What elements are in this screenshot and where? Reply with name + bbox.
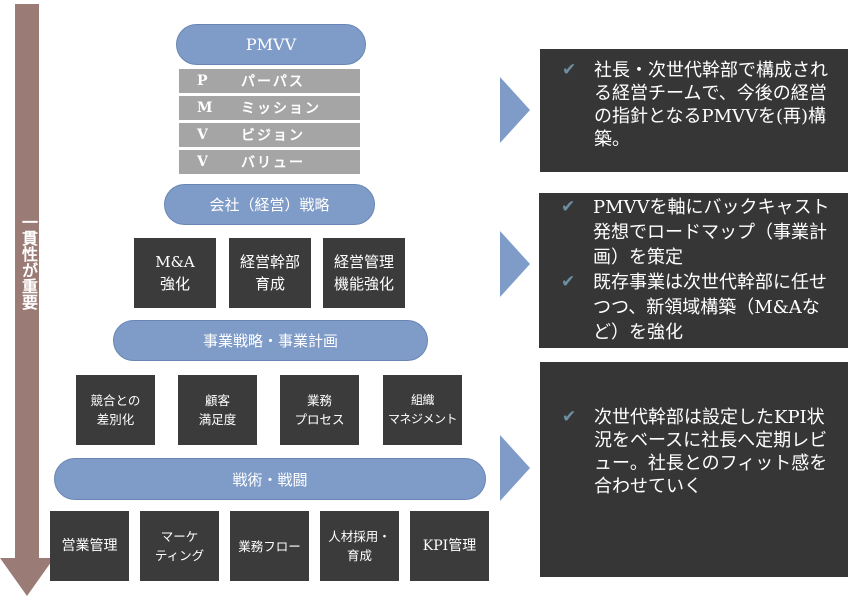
- note-bullet: ✔ 既存事業は次世代幹部に任せつつ、新領域構築（M&Aなど）を強化: [561, 270, 840, 345]
- note-text: 既存事業は次世代幹部に任せつつ、新領域構築（M&Aなど）を強化: [593, 272, 827, 343]
- business-strategy-title: 事業戦略・事業計画: [202, 332, 338, 350]
- pmvv-pill: PMVV: [176, 24, 366, 65]
- corporate-strategy-pill: 会社（経営）戦略: [164, 184, 375, 225]
- corporate-box-management: 経営管理 機能強化: [323, 238, 405, 308]
- right-arrow-icon: [500, 231, 530, 297]
- pmvv-row-mission: M ミッション: [179, 96, 360, 120]
- pmvv-row-value: V バリュー: [179, 150, 360, 174]
- pmvv-label: パーパス: [241, 74, 305, 90]
- down-arrow-icon: [0, 558, 54, 596]
- right-arrow-icon: [500, 435, 530, 501]
- check-icon: ✔: [561, 197, 576, 217]
- right-arrow-icon: [500, 77, 530, 143]
- consistency-arrow-shaft: [15, 4, 39, 560]
- tactics-box-hiring: 人材採用・ 育成: [320, 511, 399, 581]
- tactics-pill: 戦術・戦闘: [54, 458, 486, 500]
- pmvv-label: ミッション: [241, 101, 321, 117]
- note-text: PMVVを軸にバックキャスト発想でロードマップ（事業計画）を策定: [593, 197, 830, 268]
- pmvv-title: PMVV: [245, 35, 297, 54]
- corporate-box-executive: 経営幹部 育成: [229, 238, 311, 308]
- pmvv-label: ビジョン: [241, 128, 305, 144]
- corporate-box-ma: M&A 強化: [134, 238, 216, 308]
- tactics-note-panel: ✔ 次世代幹部は設定したKPI状況をベースに社長へ定期レビュー。社長とのフィット…: [540, 362, 848, 577]
- tactics-box-marketing: マーケ ティング: [140, 511, 219, 581]
- pmvv-row-vision: V ビジョン: [179, 123, 360, 147]
- pmvv-row-purpose: P パーパス: [179, 69, 360, 93]
- business-box-satisfaction: 顧客 満足度: [178, 375, 257, 445]
- strategy-note-panel: ✔ PMVVを軸にバックキャスト発想でロードマップ（事業計画）を策定 ✔ 既存事…: [539, 193, 848, 348]
- note-bullet: ✔ 社長・次世代幹部で構成される経営チームで、今後の経営の指針となるPMVVを(…: [562, 59, 840, 151]
- note-text: 次世代幹部は設定したKPI状況をベースに社長へ定期レビュー。社長とのフィット感を…: [594, 407, 828, 497]
- pmvv-letter: M: [197, 100, 215, 116]
- business-strategy-pill: 事業戦略・事業計画: [113, 320, 428, 361]
- pmvv-letter: V: [197, 127, 210, 143]
- pmvv-note-panel: ✔ 社長・次世代幹部で構成される経営チームで、今後の経営の指針となるPMVVを(…: [540, 49, 848, 172]
- business-box-process: 業務 プロセス: [280, 375, 359, 445]
- business-box-organization: 組織 マネジメント: [383, 375, 462, 445]
- check-icon: ✔: [561, 272, 576, 292]
- tactics-box-workflow: 業務フロー: [230, 511, 309, 581]
- tactics-title: 戦術・戦闘: [232, 470, 308, 489]
- business-box-differentiation: 競合との 差別化: [76, 375, 155, 445]
- tactics-box-kpi: KPI管理: [410, 511, 489, 581]
- note-bullet: ✔ 次世代幹部は設定したKPI状況をベースに社長へ定期レビュー。社長とのフィット…: [562, 406, 840, 498]
- check-icon: ✔: [562, 60, 577, 80]
- pmvv-label: バリュー: [241, 155, 305, 171]
- tactics-box-sales: 営業管理: [50, 511, 129, 581]
- pmvv-letter: P: [197, 73, 210, 89]
- pmvv-letter: V: [197, 154, 210, 170]
- corporate-strategy-title: 会社（経営）戦略: [209, 196, 330, 214]
- check-icon: ✔: [562, 407, 577, 427]
- note-text: 社長・次世代幹部で構成される経営チームで、今後の経営の指針となるPMVVを(再)…: [594, 60, 828, 150]
- consistency-label: 一貫性が重要: [19, 214, 38, 310]
- note-bullet: ✔ PMVVを軸にバックキャスト発想でロードマップ（事業計画）を策定: [561, 195, 840, 270]
